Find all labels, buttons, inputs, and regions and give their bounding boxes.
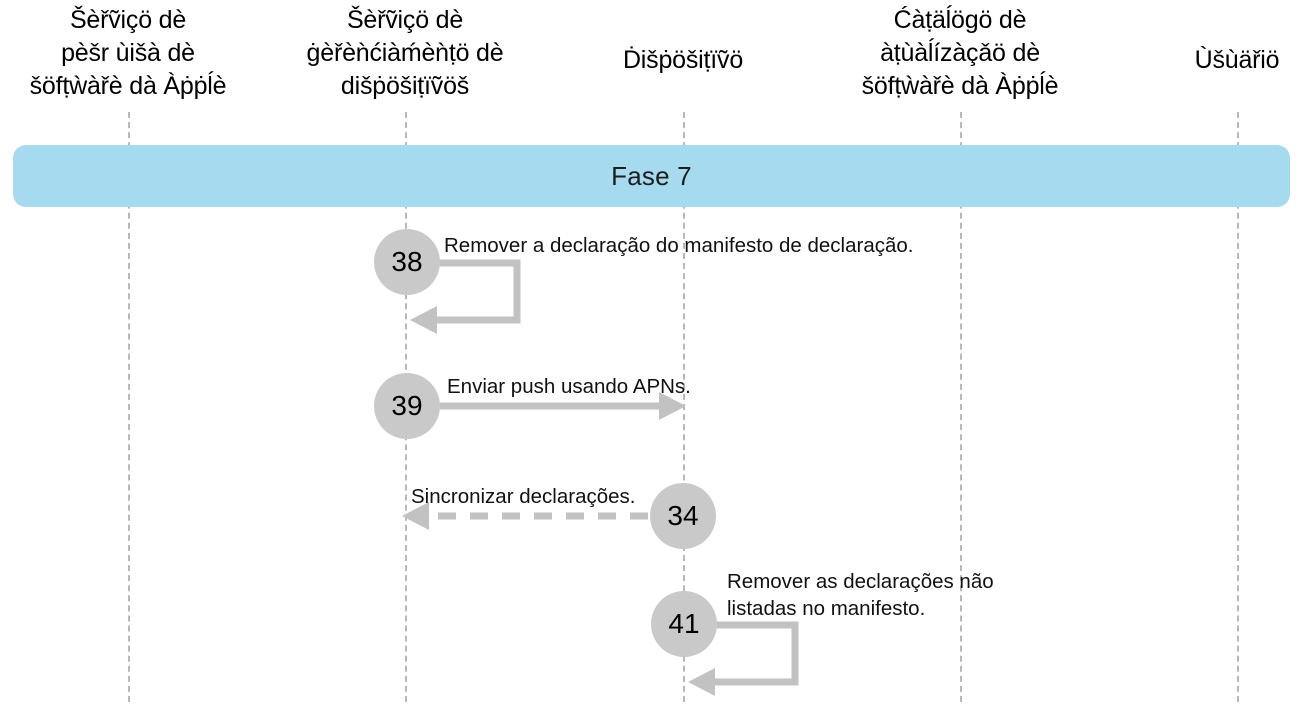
message-label-39: Enviar push usando APNs. [447, 375, 691, 398]
participant-header-apple-software-update-catalog: Ćàṭäĺögö dè àṭùàĺízàçǎö dè šöfṭẁàřè dà À… [861, 6, 1059, 100]
phase-band: Fase 7 [13, 145, 1290, 207]
message-badge-34[interactable]: 34 [650, 483, 716, 549]
message-label-41: Remover as declarações não listadas no m… [727, 570, 994, 620]
message-badge-39[interactable]: 39 [374, 373, 440, 439]
message-label-38: Remover a declaração do manifesto de dec… [444, 234, 914, 257]
phase-label: Fase 7 [611, 160, 692, 191]
lifeline-apple-software-update-catalog [960, 112, 962, 702]
lifeline-user [1237, 112, 1239, 702]
participant-header-device: Ḋišṗöšiṭïṽö [622, 46, 744, 74]
lifeline-apple-software-update-service [128, 112, 130, 702]
message-label-34: Sincronizar declarações. [411, 485, 636, 508]
message-badge-38[interactable]: 38 [374, 229, 440, 295]
message-badge-41[interactable]: 41 [651, 591, 717, 657]
participant-header-device-management-service: Šèřṽiçö dè ġèřèǹćiàḿèǹṭö dè dišṗöšiṭïṽöš [306, 6, 504, 100]
participant-header-user: Ùšùäřiö [1194, 46, 1280, 74]
participant-header-apple-software-update-service: Šèřṽiçö dè pèšr ùišà dè šöfṭẁàřè dà Àṗṗĺ… [29, 6, 227, 100]
